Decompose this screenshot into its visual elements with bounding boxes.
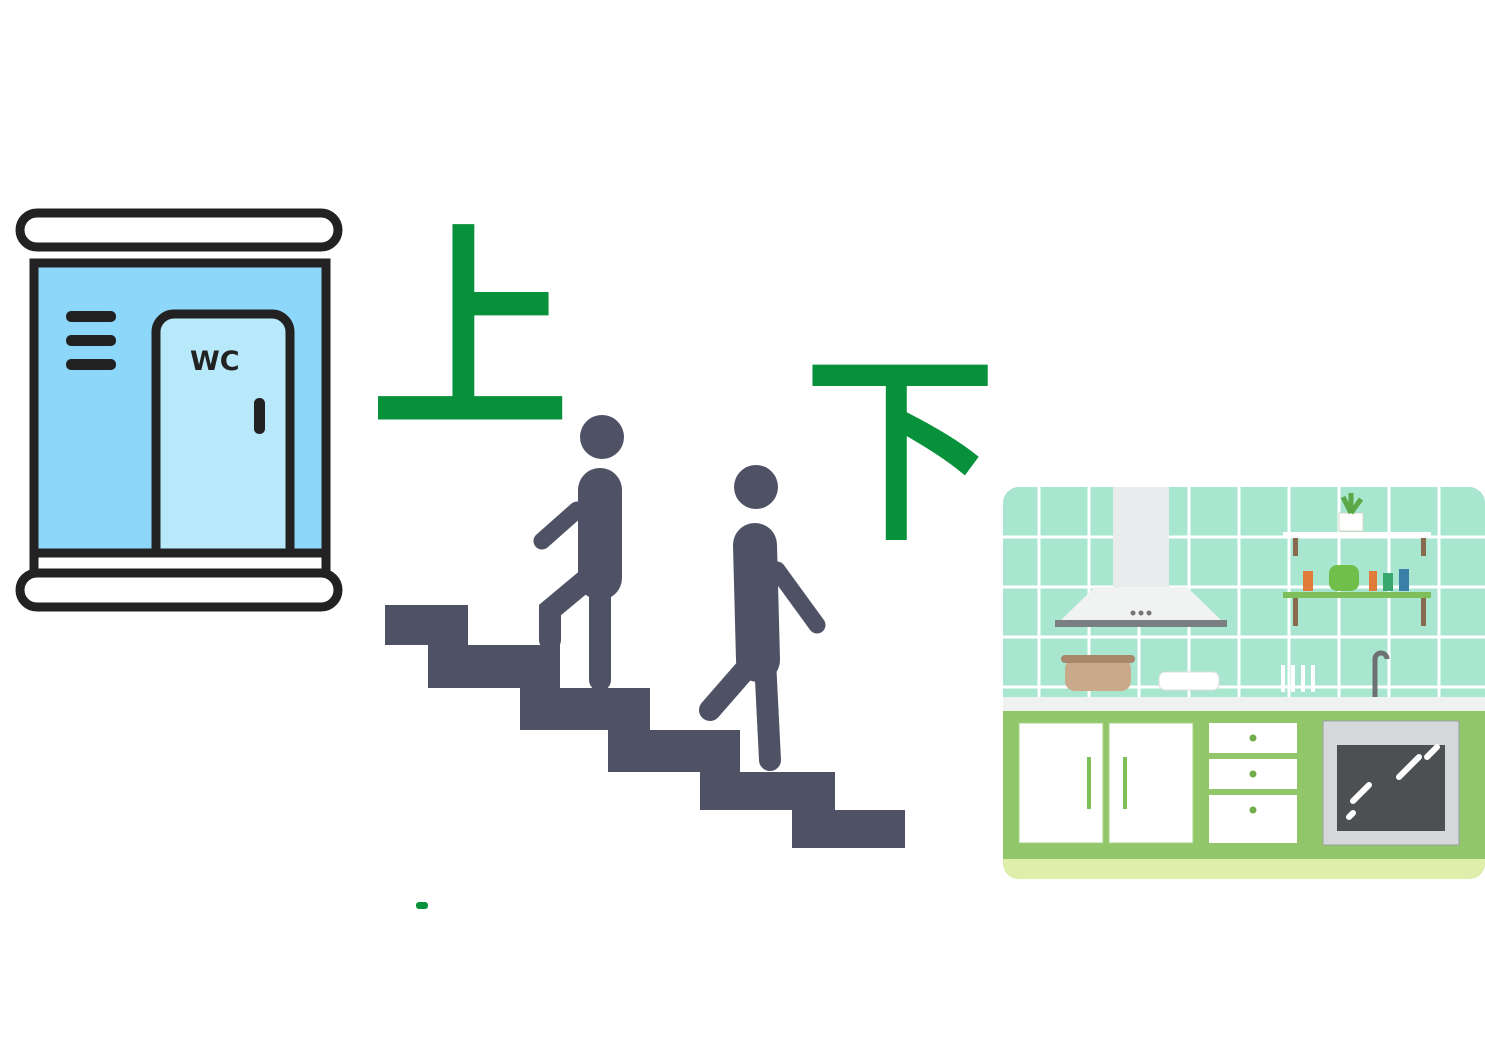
stairs-icon [385, 415, 905, 848]
wc-label: WC [190, 346, 240, 377]
kitchen-illustration [1003, 487, 1485, 879]
walking-person-icon [699, 465, 826, 771]
wc-booth-icon: WC [15, 208, 343, 612]
up-glyph: 上 [371, 202, 570, 461]
green-speck [416, 902, 428, 909]
down-glyph: 下 [805, 334, 996, 569]
staircase [385, 605, 905, 848]
walking-person-icon [533, 415, 624, 691]
